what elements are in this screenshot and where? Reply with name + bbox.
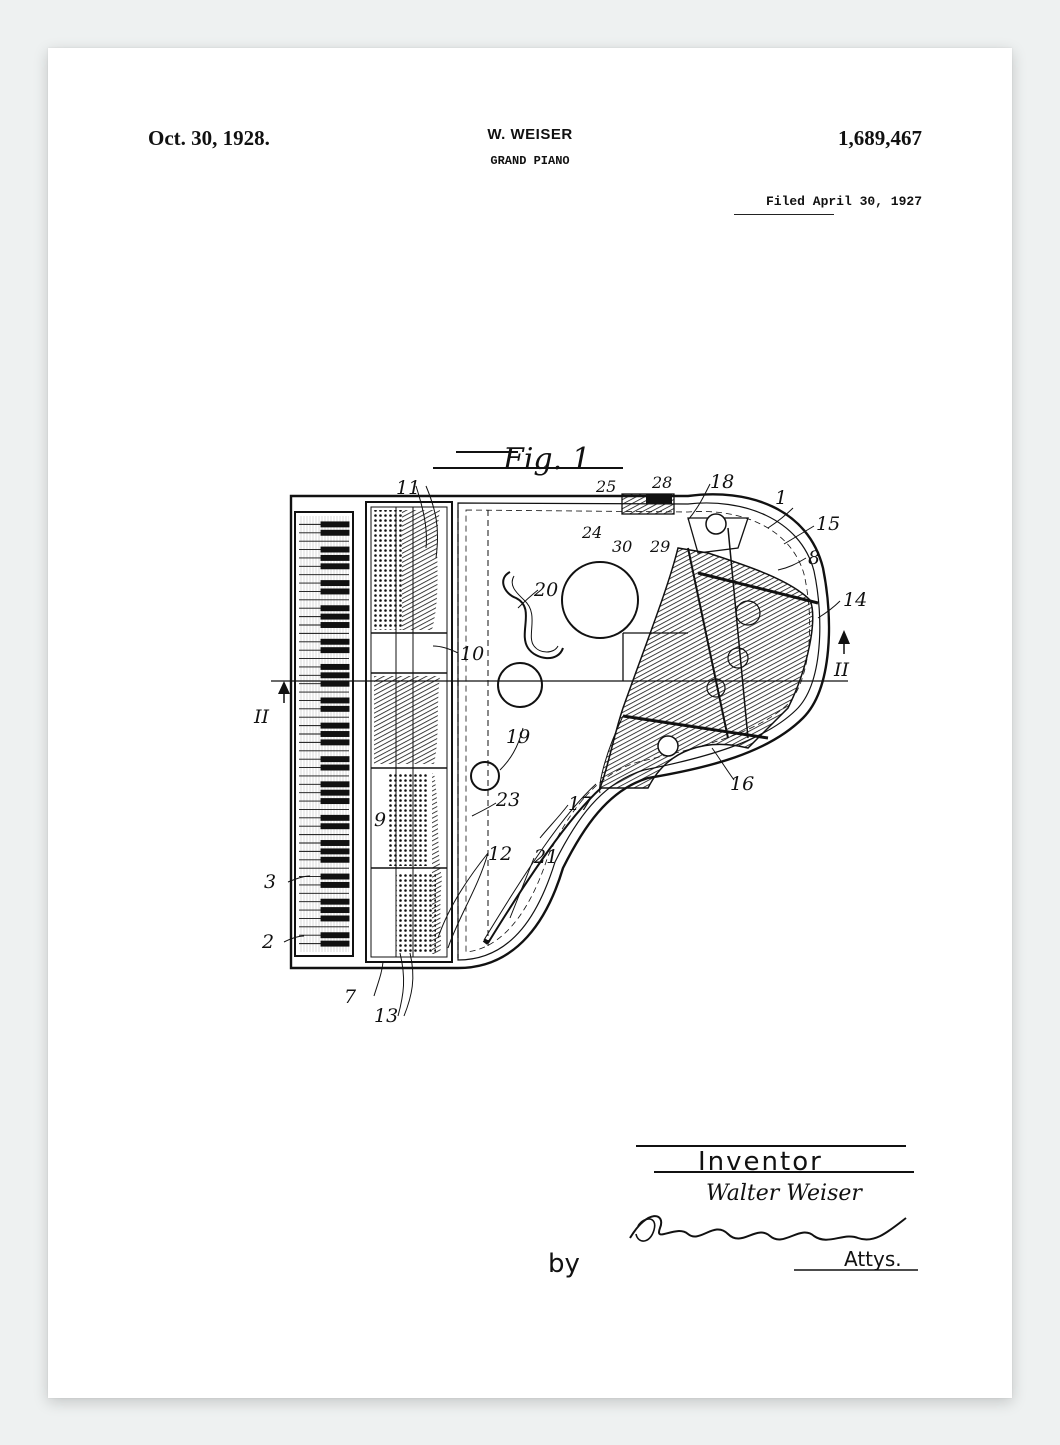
figure-caption-text: Fig. 1 [502,442,591,477]
black-key [320,554,350,561]
ref-10: 10 [460,643,484,665]
signature-block: Inventor Walter Weiser by Attys. [548,1145,918,1279]
inventor-header: W. WEISER [487,126,573,143]
black-key [320,781,350,788]
black-key [320,731,350,737]
ref-23: 23 [495,789,520,811]
black-key [320,680,350,687]
filed-underline [734,214,834,215]
ref-2: 2 [261,931,274,953]
leader-lines [283,483,841,1017]
black-key [320,739,350,746]
black-key [320,663,350,670]
filed-date: Filed April 30, 1927 [765,194,922,209]
tuning-pins-middle [388,772,428,866]
black-key [320,697,350,704]
black-key [320,672,350,679]
ref-30: 30 [612,537,632,556]
figure-caption: Fig. 1 [433,442,623,477]
patent-date: Oct. 30, 1928. [148,126,270,150]
bridge-detail [621,493,675,515]
section-mark-left: II [253,706,270,728]
black-key [320,856,350,863]
attorney-signature [629,1215,907,1241]
ref-25: 25 [595,477,616,496]
section-mark-right: II [833,659,850,681]
patent-sheet: Oct. 30, 1928. W. WEISER GRAND PIANO 1,6… [48,48,1012,1398]
black-key [320,932,350,939]
piano-drawing: Fig. 1 [253,442,918,1279]
strings-upper [402,510,440,630]
tuning-pins-upper [374,510,402,630]
ref-29: 29 [649,537,670,556]
bracing [482,783,602,945]
attys-label: Attys. [844,1247,902,1271]
ref-18: 18 [710,471,734,493]
black-key [320,605,350,612]
ref-15: 15 [816,513,840,535]
black-key [320,764,350,771]
ref-13: 13 [374,1005,398,1027]
patent-number: 1,689,467 [838,126,922,150]
black-key [320,563,350,570]
black-key [320,907,350,914]
black-key [320,881,350,888]
black-key [320,521,350,528]
string-mass-right [598,513,819,794]
black-key [320,823,350,830]
ref-7: 7 [344,986,357,1008]
ref-12: 12 [488,843,512,865]
ref-3: 3 [264,871,276,893]
black-key [320,873,350,880]
strings-middle [374,676,440,764]
black-key [320,588,350,595]
black-key [320,722,350,729]
ref-21: 21 [533,846,558,868]
black-key [320,622,350,628]
black-key [320,798,350,805]
black-key [320,580,350,587]
ref-1: 1 [775,487,787,509]
black-key [320,848,350,855]
ref-17: 17 [568,793,593,815]
black-key [320,915,350,922]
ref-8: 8 [808,547,820,569]
black-key [320,705,350,712]
by-label: by [548,1249,580,1279]
patent-title: GRAND PIANO [490,154,570,168]
ref-9: 9 [374,809,386,831]
soundboard-outline [457,510,489,958]
black-key [320,814,350,821]
ref-19: 19 [506,726,530,748]
black-key [320,756,350,763]
ref-14: 14 [843,589,867,611]
keyboard [294,511,354,957]
black-key [320,647,350,654]
ref-24: 24 [581,523,602,542]
section-line: II II [253,630,850,728]
black-key [320,940,350,947]
ref-11: 11 [396,477,420,499]
black-key [320,529,350,536]
black-key [320,546,350,553]
black-key [320,613,350,620]
black-key [320,898,350,905]
reference-numerals: 1 2 3 7 8 9 10 11 12 13 14 15 16 17 18 1… [261,471,867,1027]
ref-28: 28 [651,473,672,492]
ref-16: 16 [730,773,754,795]
black-key [320,638,350,645]
f-hole-ornament [502,571,564,660]
ref-20: 20 [533,579,558,601]
inventor-name: Walter Weiser [706,1181,863,1206]
black-key [320,789,350,796]
sound-holes [470,561,639,791]
black-key [320,840,350,846]
tuning-pins-lower [396,872,436,954]
inventor-heading: Inventor [698,1147,823,1177]
